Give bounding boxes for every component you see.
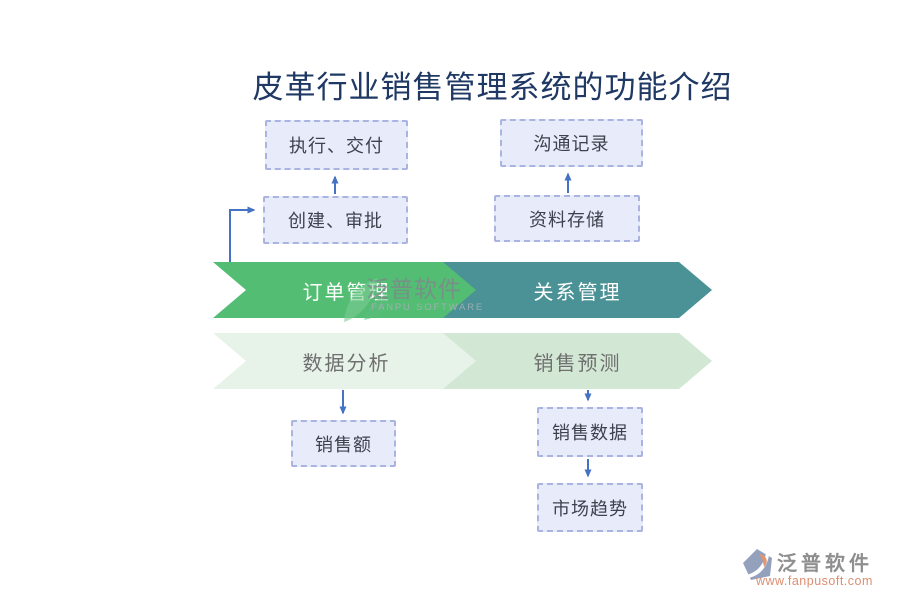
node-communication-record: 沟通记录 (500, 119, 643, 167)
arrow-banner-to-create-elbow (229, 206, 256, 262)
watermark-center: 泛普软件 FANPU SOFTWARE (338, 268, 482, 326)
watermark-footer-name: 泛普软件 (777, 553, 873, 575)
watermark-footer: 泛普软件 www.fanpusoft.com (742, 546, 892, 594)
node-sales-data: 销售数据 (537, 407, 643, 457)
fanpu-leaf-logo-icon (344, 278, 392, 322)
node-create-approve: 创建、审批 (263, 196, 408, 244)
banner-sales-forecast (443, 333, 712, 389)
node-execute-deliver: 执行、交付 (265, 120, 408, 170)
banner-data-analysis (213, 333, 480, 389)
node-data-storage: 资料存储 (494, 195, 640, 242)
node-sales-amount: 销售额 (291, 420, 396, 467)
banner-order-management (213, 262, 480, 318)
page-title: 皮革行业销售管理系统的功能介绍 (252, 70, 733, 106)
fanpu-logo-icon (743, 549, 772, 580)
watermark-footer-url: www.fanpusoft.com (756, 574, 873, 588)
node-market-trend: 市场趋势 (537, 483, 643, 532)
banner-relation-management (443, 262, 712, 318)
connector-arrows (229, 172, 592, 478)
watermark-center-name: 泛普软件 (366, 276, 462, 302)
watermark-center-subtitle: FANPU SOFTWARE (371, 302, 484, 313)
